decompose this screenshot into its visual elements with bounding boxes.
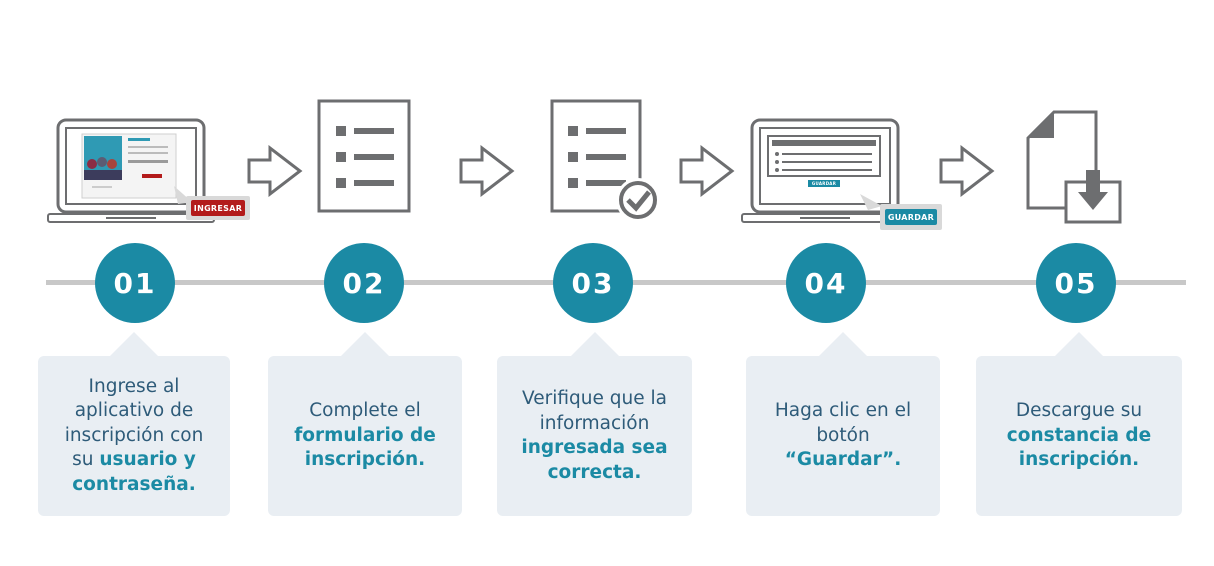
- desc-bold: inscripción.: [1018, 449, 1140, 471]
- step-3-description: Verifique que la información ingresada s…: [497, 332, 692, 516]
- desc-bold: “Guardar”.: [784, 449, 902, 471]
- step-number-01: 01: [95, 243, 175, 323]
- desc-line: Complete el: [309, 400, 421, 422]
- desc-line: Verifique que la: [522, 388, 667, 409]
- form-check-icon: [550, 99, 660, 222]
- laptop-save-icon: GUARDAR GUARDAR: [740, 116, 944, 234]
- guardar-button: GUARDAR: [887, 212, 935, 222]
- desc-line: información: [539, 412, 650, 434]
- arrow-right-icon: [679, 145, 735, 197]
- desc-line: aplicativo de: [74, 400, 194, 422]
- arrow-right-icon: [459, 145, 515, 197]
- desc-bold: usuario y: [99, 449, 196, 471]
- step-5-description: Descargue su constancia de inscripción.: [976, 332, 1182, 516]
- step-1-description: Ingrese al aplicativo de inscripción con…: [38, 332, 230, 516]
- step-4-description: Haga clic en el botón “Guardar”.: [746, 332, 940, 516]
- ingresar-button: INGRESAR: [193, 203, 243, 213]
- desc-line: Ingrese al: [88, 375, 180, 397]
- guardar-inner-button: GUARDAR: [811, 181, 837, 186]
- desc-bold: constancia de: [1006, 424, 1152, 446]
- desc-line: su: [72, 449, 100, 471]
- laptop-login-icon: INGRESAR: [46, 116, 256, 228]
- desc-line: Descargue su: [1015, 400, 1143, 422]
- document-download-icon: [1026, 110, 1122, 224]
- form-list-icon: [317, 99, 411, 213]
- desc-bold: formulario de: [294, 424, 436, 446]
- step-number-02: 02: [324, 243, 404, 323]
- desc-bold: ingresada sea: [521, 437, 668, 458]
- step-number-05: 05: [1036, 243, 1116, 323]
- step-number-03: 03: [553, 243, 633, 323]
- arrow-right-icon: [247, 145, 303, 197]
- desc-bold: correcta.: [547, 461, 642, 483]
- step-2-description: Complete el formulario de inscripción.: [268, 332, 462, 516]
- arrow-right-icon: [939, 145, 995, 197]
- desc-line: Haga clic en el: [774, 400, 912, 422]
- desc-line: inscripción con: [64, 424, 204, 446]
- step-number-04: 04: [786, 243, 866, 323]
- desc-bold: inscripción.: [304, 449, 426, 471]
- desc-line: botón: [816, 424, 870, 446]
- desc-bold: contraseña.: [72, 473, 196, 495]
